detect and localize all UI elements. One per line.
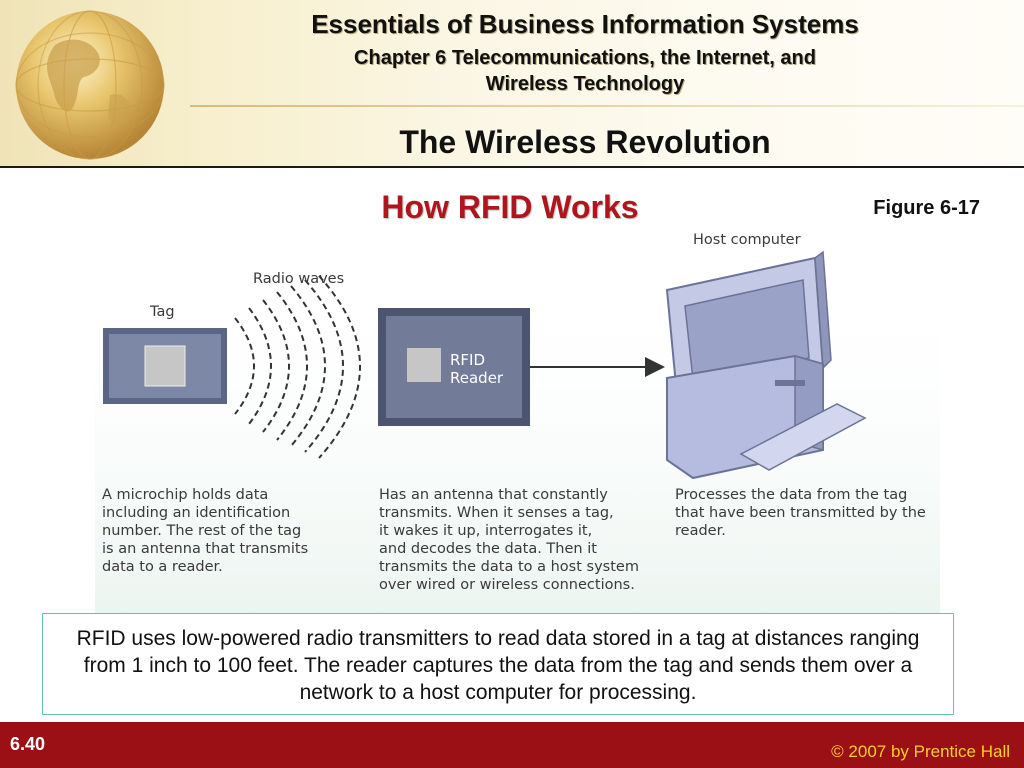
rfid-diagram-graphic — [95, 250, 940, 618]
reader-description-line: and decodes the data. Then it — [379, 541, 597, 557]
slide-footer: 6.40 © 2007 by Prentice Hall — [0, 722, 1024, 768]
reader-description-line: transmits. When it senses a tag, — [379, 505, 614, 521]
host-description-line: that have been transmitted by the — [675, 505, 926, 521]
chapter-title: Chapter 6 Telecommunications, the Intern… — [180, 45, 990, 97]
reader-description-line: over wired or wireless connections. — [379, 577, 635, 593]
tag-description-line: is an antenna that transmits — [102, 541, 309, 557]
reader-description: Has an antenna that constantly transmits… — [379, 486, 679, 594]
header-divider — [0, 166, 1024, 168]
caption-box: RFID uses low-powered radio transmitters… — [42, 613, 954, 715]
tag-description: A microchip holds data including an iden… — [102, 486, 352, 576]
host-computer-icon — [665, 250, 867, 480]
slide-header: Essentials of Business Information Syste… — [0, 0, 1024, 168]
tag-description-line: A microchip holds data — [102, 487, 269, 503]
chapter-title-line-2: Wireless Technology — [485, 73, 685, 95]
host-description-line: Processes the data from the tag — [675, 487, 908, 503]
tag-description-line: including an identification — [102, 505, 291, 521]
reader-description-line: it wakes it up, interrogates it, — [379, 523, 593, 539]
host-computer-label: Host computer — [693, 232, 801, 248]
section-title: The Wireless Revolution — [399, 124, 771, 160]
reader-description-line: Has an antenna that constantly — [379, 487, 608, 503]
course-title: Essentials of Business Information Syste… — [311, 9, 859, 39]
chapter-title-line-1: Chapter 6 Telecommunications, the Intern… — [354, 47, 816, 69]
figure-label: Figure 6-17 — [873, 197, 980, 219]
radio-waves-icon — [234, 275, 361, 459]
copyright-text: © 2007 by Prentice Hall — [831, 742, 1010, 761]
globe-icon — [15, 10, 165, 160]
header-decor-line — [190, 105, 1024, 107]
radio-waves-label: Radio waves — [253, 271, 345, 287]
tag-description-line: data to a reader. — [102, 559, 223, 575]
rfid-reader-icon — [378, 308, 530, 426]
reader-label-line-1: RFID — [450, 351, 486, 369]
reader-label-line-2: Reader — [450, 369, 504, 387]
tag-label: Tag — [150, 304, 175, 320]
tag-description-line: number. The rest of the tag — [102, 523, 302, 539]
rfid-diagram: Tag Radio waves RFID Reader Host compute… — [95, 228, 940, 618]
host-description-line: reader. — [675, 523, 726, 539]
rfid-tag-icon — [103, 328, 227, 404]
slide-number: 6.40 — [10, 734, 46, 754]
slide-subtitle: How RFID Works — [381, 189, 639, 225]
host-description: Processes the data from the tag that hav… — [675, 486, 940, 540]
reader-label: RFID Reader — [450, 351, 503, 387]
reader-description-line: transmits the data to a host system — [379, 559, 639, 575]
caption-text: RFID uses low-powered radio transmitters… — [76, 627, 920, 704]
